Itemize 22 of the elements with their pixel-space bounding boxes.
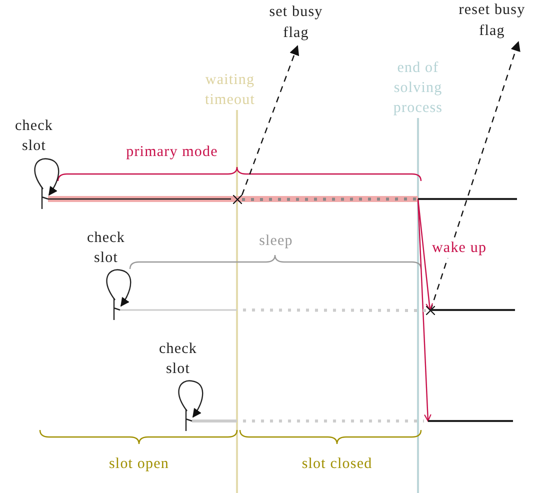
arrow [417, 198, 434, 311]
annotation-text: check slot [86, 229, 126, 268]
annotation-text: check slot [158, 340, 198, 379]
brace-label: primary mode [125, 143, 219, 162]
cross-mark [233, 195, 242, 204]
annotation-text: reset busy flag [452, 0, 532, 42]
cross-mark [426, 306, 435, 315]
arrow [241, 45, 300, 196]
arrow [417, 198, 432, 422]
marker-label: end of solving process [392, 59, 444, 118]
timeline-segment [428, 420, 513, 422]
dotted-line [242, 198, 418, 201]
marker-label: waiting timeout [204, 71, 256, 110]
timeline-segment [418, 198, 517, 200]
annotation-text: check slot [14, 117, 54, 156]
dotted-line [243, 308, 426, 312]
brace-label: slot open [108, 455, 170, 474]
brace-label: sleep [258, 232, 294, 251]
brace-label: slot closed [300, 455, 374, 474]
annotation-text: set busy flag [258, 2, 334, 46]
timeline-segment [430, 309, 515, 311]
arrow [430, 41, 520, 311]
